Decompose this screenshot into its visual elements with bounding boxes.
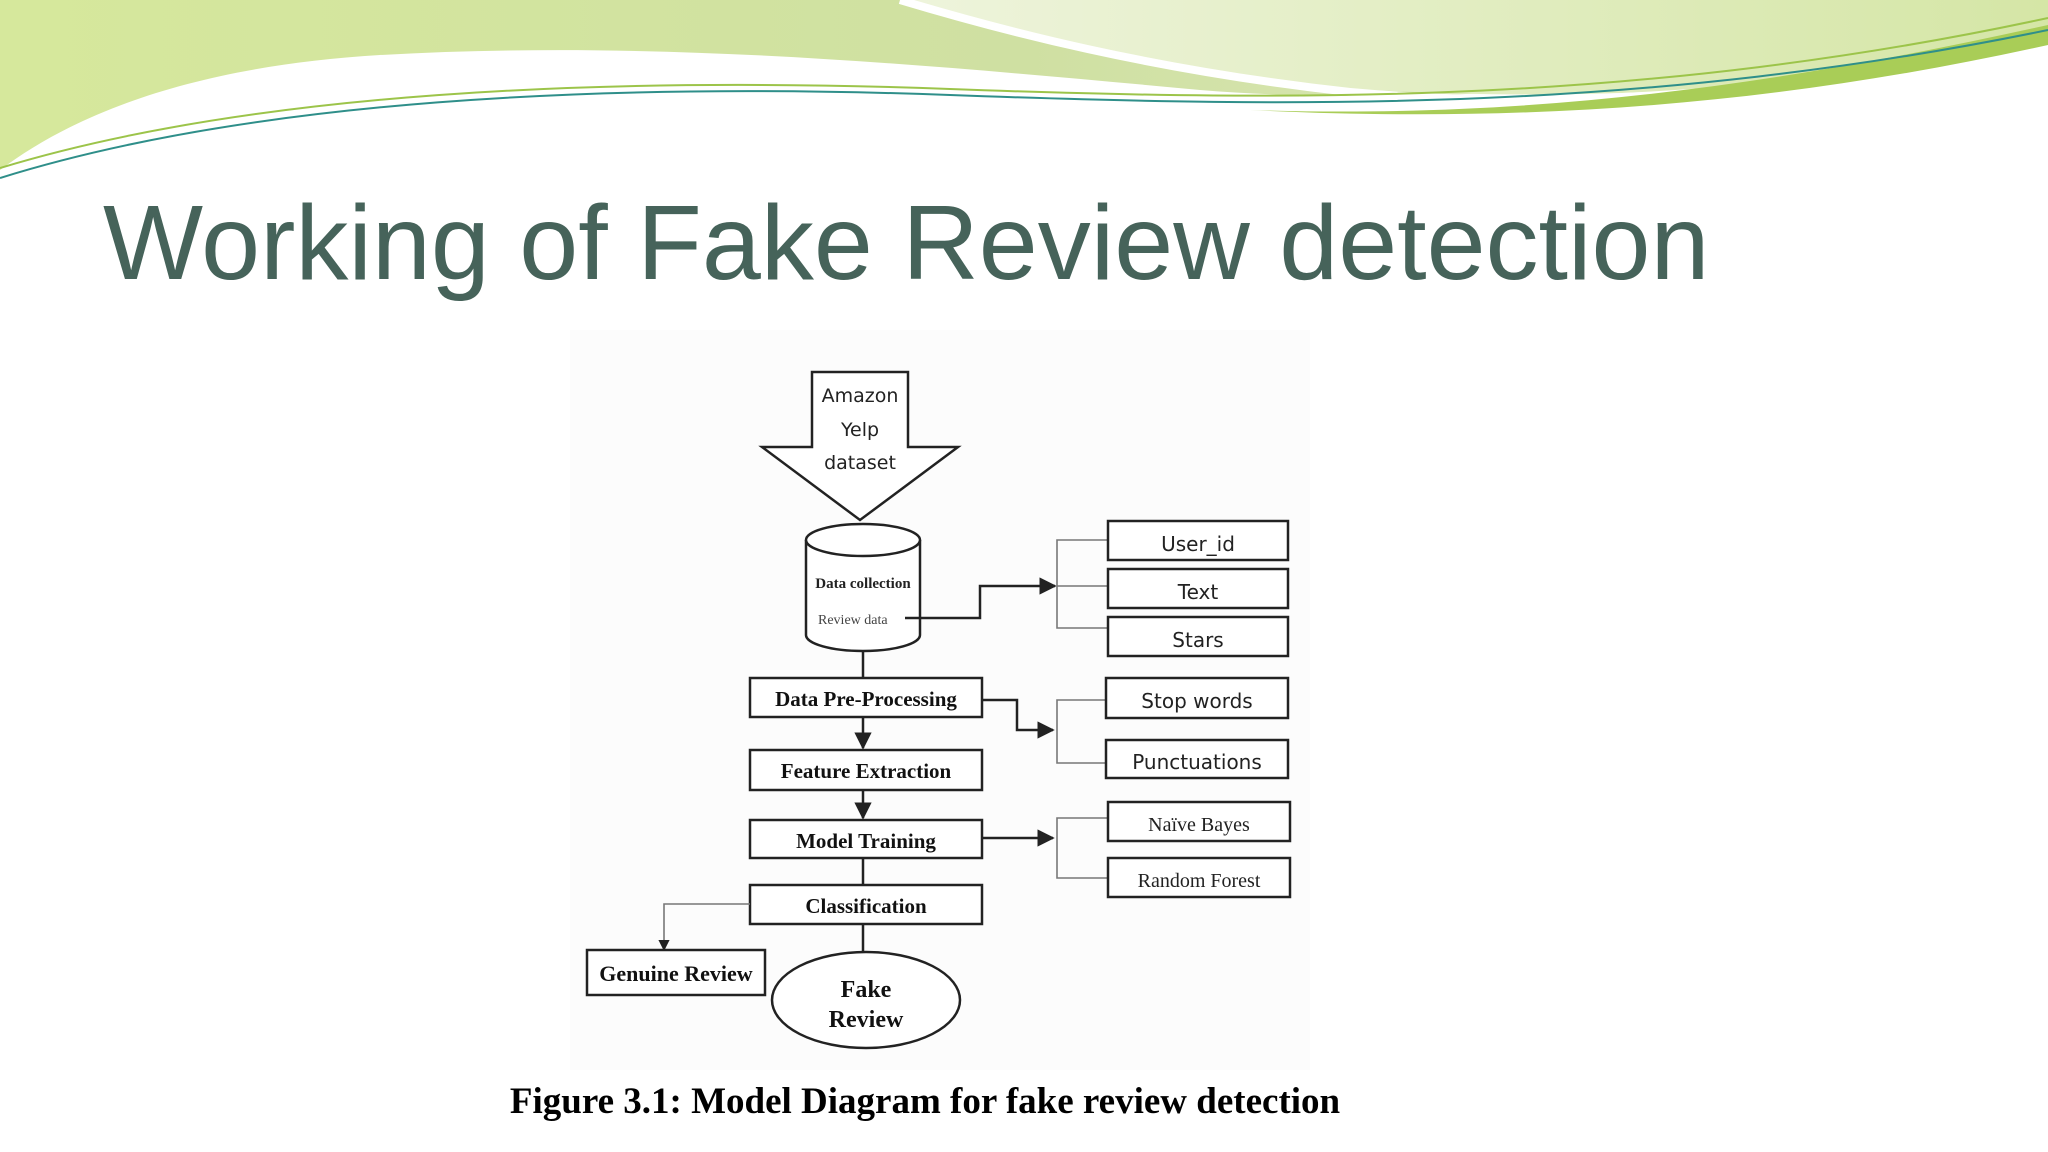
step-box-punctuations: [1104, 738, 1290, 780]
output-ellipse-fake-review: [770, 950, 962, 1050]
pipeline-label-feature-extraction: Feature Extraction: [781, 759, 952, 783]
model-box-naive-bayes: [1106, 800, 1292, 843]
figure-caption: Figure 3.1: Model Diagram for fake revie…: [509, 1081, 1341, 1122]
connector-review-data-fields: [905, 577, 1057, 620]
pipeline-box-feature-extraction: [748, 748, 984, 792]
pipeline-box-model-training: [748, 818, 984, 860]
source-arrow-line-1: Amazon: [822, 385, 899, 407]
step-label-punctuations: Punctuations: [1132, 750, 1262, 774]
field-label-stars: Stars: [1172, 628, 1223, 652]
header-wave-decoration: [0, 0, 2048, 179]
database-title: Data collection: [815, 576, 911, 592]
model-label-naive-bayes: Naïve Bayes: [1148, 814, 1250, 836]
slide-title: Working of Fake Review detection: [103, 184, 1710, 302]
connector-preprocessing-steps: [982, 698, 1055, 739]
model-box-random-forest: [1106, 856, 1292, 899]
output-label-fake-line-2: Review: [829, 1007, 904, 1033]
connector-classification-genuine: [658, 903, 750, 952]
field-label-user-id: User_id: [1161, 532, 1235, 556]
output-label-genuine-review: Genuine Review: [599, 961, 752, 986]
output-label-fake-line-1: Fake: [841, 977, 892, 1003]
field-box-text: [1106, 567, 1290, 610]
source-arrow-line-3: dataset: [824, 452, 896, 474]
step-box-stop-words: [1104, 676, 1290, 720]
pipeline-label-preprocessing: Data Pre-Processing: [775, 687, 957, 711]
field-box-user-id: [1106, 519, 1290, 562]
source-arrow-shape: [758, 370, 962, 522]
bracket-models: [1056, 817, 1108, 879]
bracket-review-fields: [1056, 539, 1108, 629]
field-box-stars: [1106, 615, 1290, 658]
data-collection-database: [804, 522, 922, 653]
source-arrow-line-2: Yelp: [840, 419, 879, 441]
database-subtitle: Review data: [818, 613, 888, 628]
bracket-preprocessing-steps: [1056, 699, 1106, 764]
pipeline-label-classification: Classification: [805, 894, 927, 918]
pipeline-box-preprocessing: [748, 676, 984, 719]
output-box-genuine-review: [585, 948, 767, 997]
field-label-text: Text: [1177, 580, 1219, 604]
step-label-stop-words: Stop words: [1141, 689, 1252, 713]
pipeline-label-model-training: Model Training: [796, 829, 936, 853]
model-label-random-forest: Random Forest: [1138, 870, 1261, 892]
